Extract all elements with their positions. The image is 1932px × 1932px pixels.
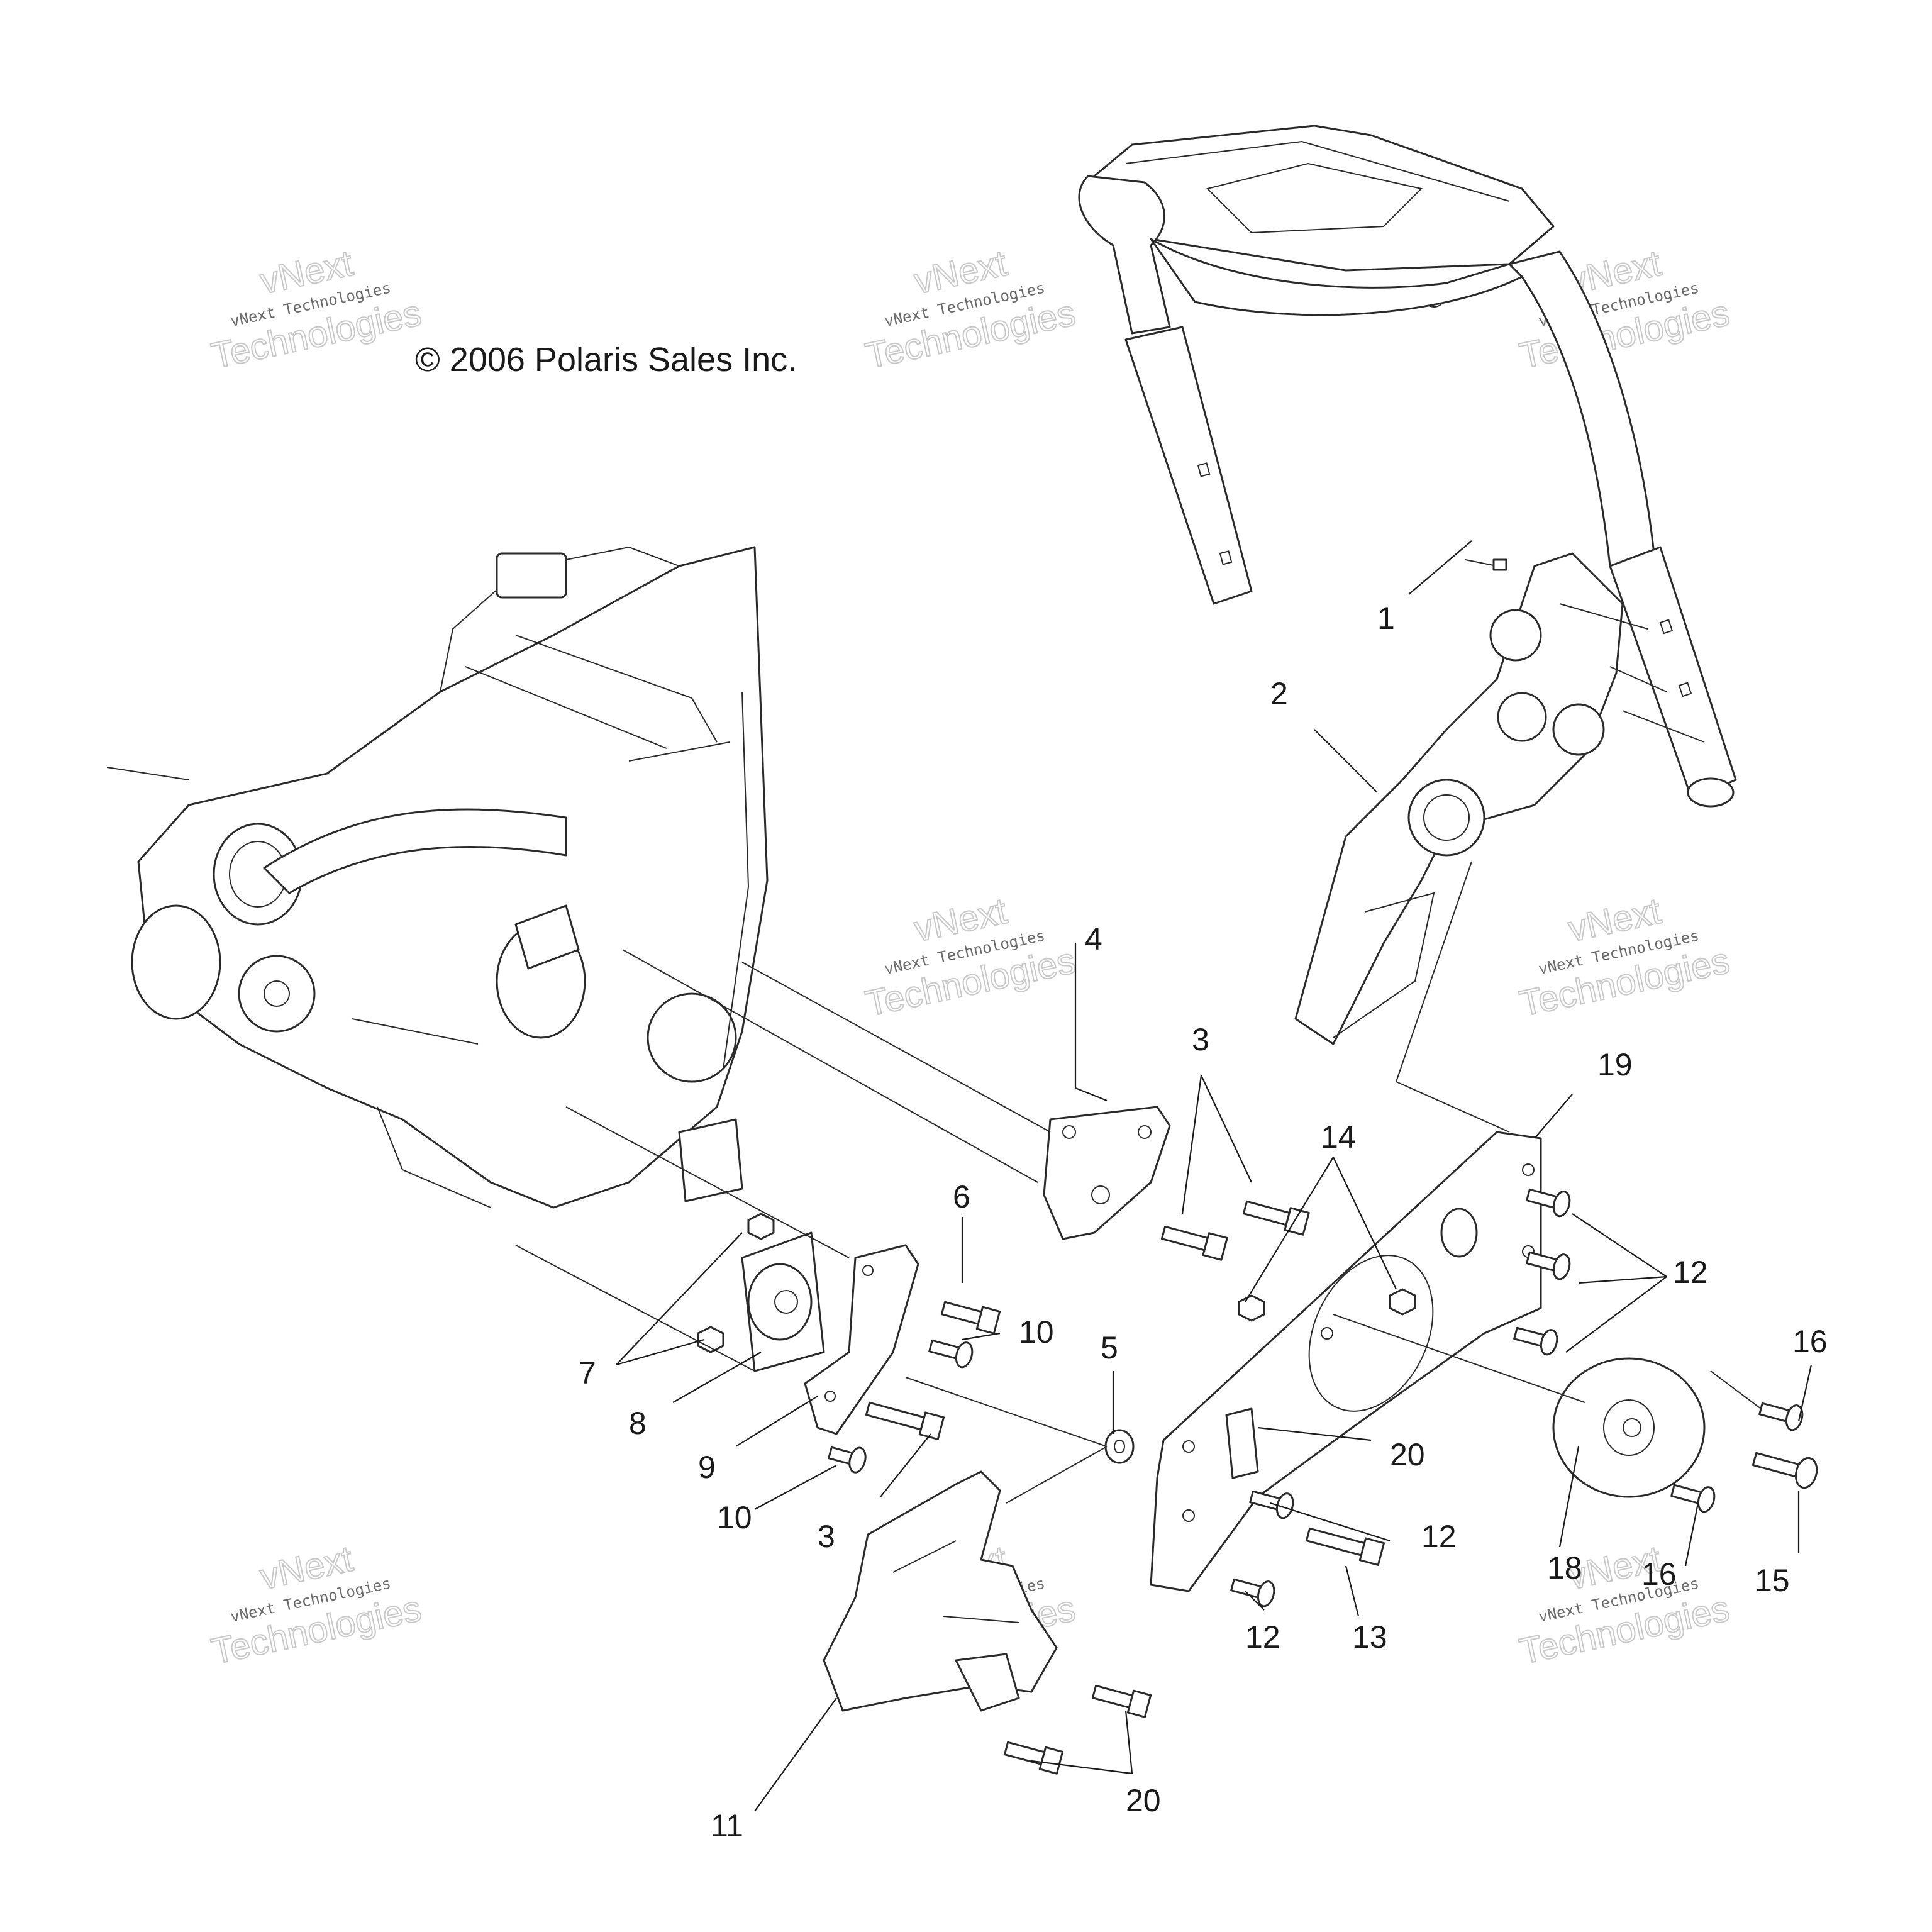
copyright-notice: © 2006 Polaris Sales Inc. [415, 341, 797, 379]
bolt [1670, 1484, 1716, 1513]
engine-illustration [106, 546, 769, 1209]
bolt [1305, 1527, 1385, 1566]
rear-engine-mount-illustration [1552, 1357, 1706, 1498]
callout-7: 7 [579, 1355, 596, 1391]
callout-12-mid: 12 [1421, 1519, 1457, 1554]
assembly-lines [515, 603, 1762, 1504]
callout-11: 11 [711, 1808, 743, 1843]
callout-13: 13 [1352, 1619, 1387, 1655]
bolt [1003, 1741, 1064, 1775]
callout-8: 8 [629, 1406, 647, 1441]
leader-lines [616, 540, 1813, 1812]
bolt [1752, 1452, 1818, 1489]
callout-1: 1 [1377, 601, 1395, 636]
bolt [1091, 1684, 1152, 1718]
bolt [1160, 1225, 1228, 1261]
lower-bracket-illustration [823, 1470, 1058, 1712]
engine-bracket-illustration [1043, 1106, 1171, 1240]
callout-3-bottom: 3 [818, 1519, 835, 1554]
callout-16-top: 16 [1792, 1324, 1828, 1359]
engine-mount-left-illustration [741, 1231, 919, 1435]
callout-3-top: 3 [1192, 1022, 1209, 1057]
bolt [865, 1401, 945, 1440]
bolt [1526, 1251, 1571, 1280]
fasteners [697, 1188, 1818, 1775]
callout-17: 18 [1547, 1550, 1582, 1585]
callout-4: 4 [1085, 921, 1102, 957]
rear-mount-plate-illustration [1150, 1131, 1542, 1592]
bolt [1513, 1326, 1558, 1356]
bolt [1230, 1578, 1275, 1607]
watermark-6: vNext vNext Technologies Technologies [1516, 890, 1734, 1025]
watermark-7: vNext vNext Technologies Technologies [208, 1538, 426, 1673]
watermark-2: vNext vNext Technologies Technologies [862, 242, 1080, 377]
callout-12-right: 12 [1673, 1255, 1708, 1290]
callout-14: 14 [1321, 1119, 1356, 1155]
callout-9: 9 [698, 1450, 716, 1485]
bolt [1758, 1402, 1804, 1431]
callout-5: 5 [1101, 1330, 1118, 1365]
callout-20: 20 [1390, 1437, 1425, 1472]
bolt [940, 1301, 1001, 1335]
callout-19: 20 [1126, 1783, 1161, 1818]
callout-18: 19 [1597, 1047, 1633, 1082]
bolt [1526, 1188, 1571, 1218]
callout-10-bottom: 10 [717, 1500, 752, 1535]
bolt [928, 1339, 974, 1368]
callout-labels: 1 2 3 3 4 5 6 7 8 9 10 10 11 12 12 12 13… [579, 601, 1828, 1843]
watermark-9: vNext vNext Technologies Technologies [1516, 1538, 1734, 1673]
callout-12-bottom: 12 [1245, 1619, 1280, 1655]
callout-6: 6 [953, 1179, 970, 1214]
watermark-1: vNext vNext Technologies Technologies [208, 242, 426, 377]
callout-10-top: 10 [1019, 1314, 1054, 1350]
callout-16-bottom: 16 [1641, 1557, 1677, 1592]
callout-15: 15 [1755, 1563, 1790, 1598]
bolt [1249, 1490, 1294, 1519]
gusset-plate-illustration [1294, 552, 1624, 1045]
callout-2: 2 [1270, 676, 1288, 711]
bolt [828, 1446, 867, 1474]
bolt [1242, 1200, 1310, 1236]
frame-tube-illustration [1078, 125, 1737, 808]
watermark-5: vNext vNext Technologies Technologies [862, 890, 1080, 1025]
